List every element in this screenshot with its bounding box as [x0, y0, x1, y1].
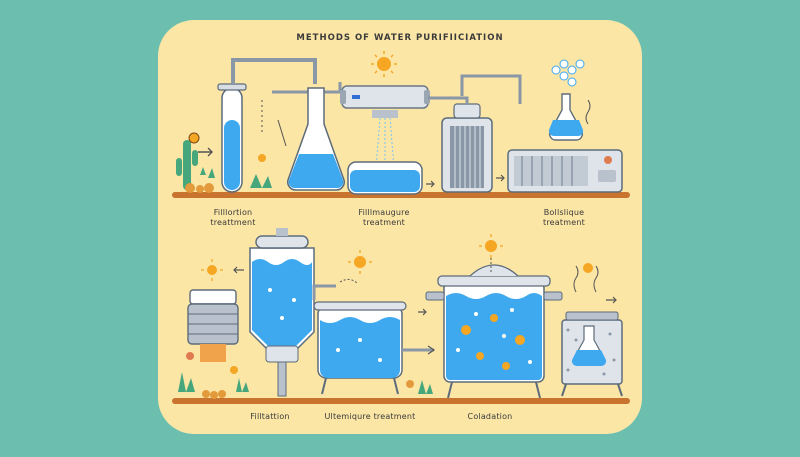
bottom-label-1: Filltattion [250, 412, 290, 421]
top-label-2-line2: treatment [363, 218, 405, 227]
pipe [428, 96, 469, 104]
test-tube-icon [217, 83, 247, 193]
arrow-icon [233, 266, 244, 274]
top-label-1-line1: Filllortion [213, 208, 253, 217]
pebbles-icon [185, 167, 215, 193]
plant-icon [406, 380, 433, 394]
pipe [231, 58, 317, 84]
top-label-3-line1: Bollslique [543, 208, 585, 217]
arrow-icon [198, 147, 213, 157]
arrow-icon [418, 308, 427, 316]
sun-icon [201, 259, 223, 281]
arrow-icon [426, 180, 435, 188]
top-label-3: Bollslique treatment [524, 208, 604, 228]
bottom-label-2: Ultemiqure treatment [324, 412, 416, 421]
arrow-icon [606, 296, 617, 304]
filter-cartridge-icon [441, 103, 493, 193]
sun-icon [371, 51, 397, 77]
sun-icon [479, 234, 503, 258]
top-label-2-line1: Filllmaugure [358, 208, 410, 217]
purifier-machine-icon [507, 149, 623, 193]
molecule-icon [551, 59, 585, 87]
pipe [312, 284, 336, 300]
top-label-3-line2: treatment [543, 218, 585, 227]
distiller-icon [561, 263, 623, 397]
small-flask-icon [548, 93, 584, 141]
arrow-icon [427, 345, 436, 355]
uv-lamp-icon [340, 85, 430, 169]
water-tub-icon [313, 301, 407, 395]
arrow-icon [496, 174, 505, 182]
tall-tank-icon [249, 228, 315, 397]
pipe [460, 74, 522, 104]
boiling-pot-icon [425, 264, 563, 399]
basin-icon [347, 161, 423, 195]
sun-icon [348, 250, 372, 274]
bottom-label-3: Coladation [467, 412, 513, 421]
top-ground [172, 192, 630, 198]
plant-icon [250, 174, 272, 188]
stacked-filter-icon [187, 289, 239, 362]
bottom-ground [172, 398, 630, 404]
top-label-2: Filllmaugure treatment [344, 208, 424, 228]
top-label-1: Filllortion treattment [198, 208, 268, 228]
plant-icon [178, 372, 249, 392]
flask-icon [287, 87, 345, 191]
top-label-1-line2: treattment [210, 218, 256, 227]
pipe [272, 82, 342, 94]
cactus-icon [176, 132, 200, 190]
diagram-title: METHODS OF WATER PURIFIICIATION [296, 33, 504, 43]
